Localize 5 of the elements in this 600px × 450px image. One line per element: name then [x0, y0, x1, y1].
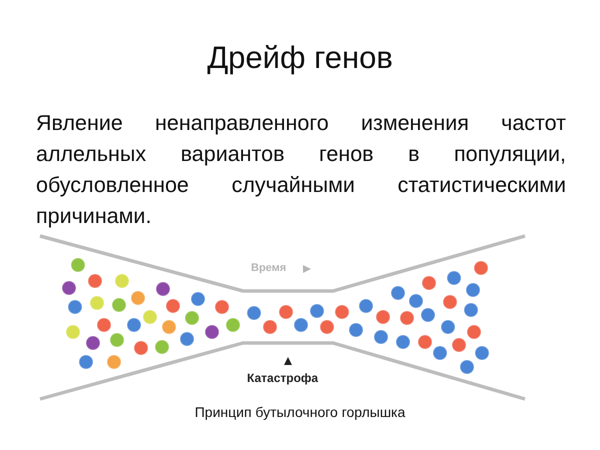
- time-label: Время: [251, 262, 286, 274]
- definition-text: Явление ненаправленного изменения частот аллельных вариантов генов в популяции, обусловленное случайными статистическими причинами.: [36, 110, 566, 230]
- event-label: Катастрофа: [247, 371, 318, 385]
- figure-caption: Принцип бутылочного горлышка: [194, 404, 406, 420]
- slide-title: Дрейф генов: [206, 39, 394, 77]
